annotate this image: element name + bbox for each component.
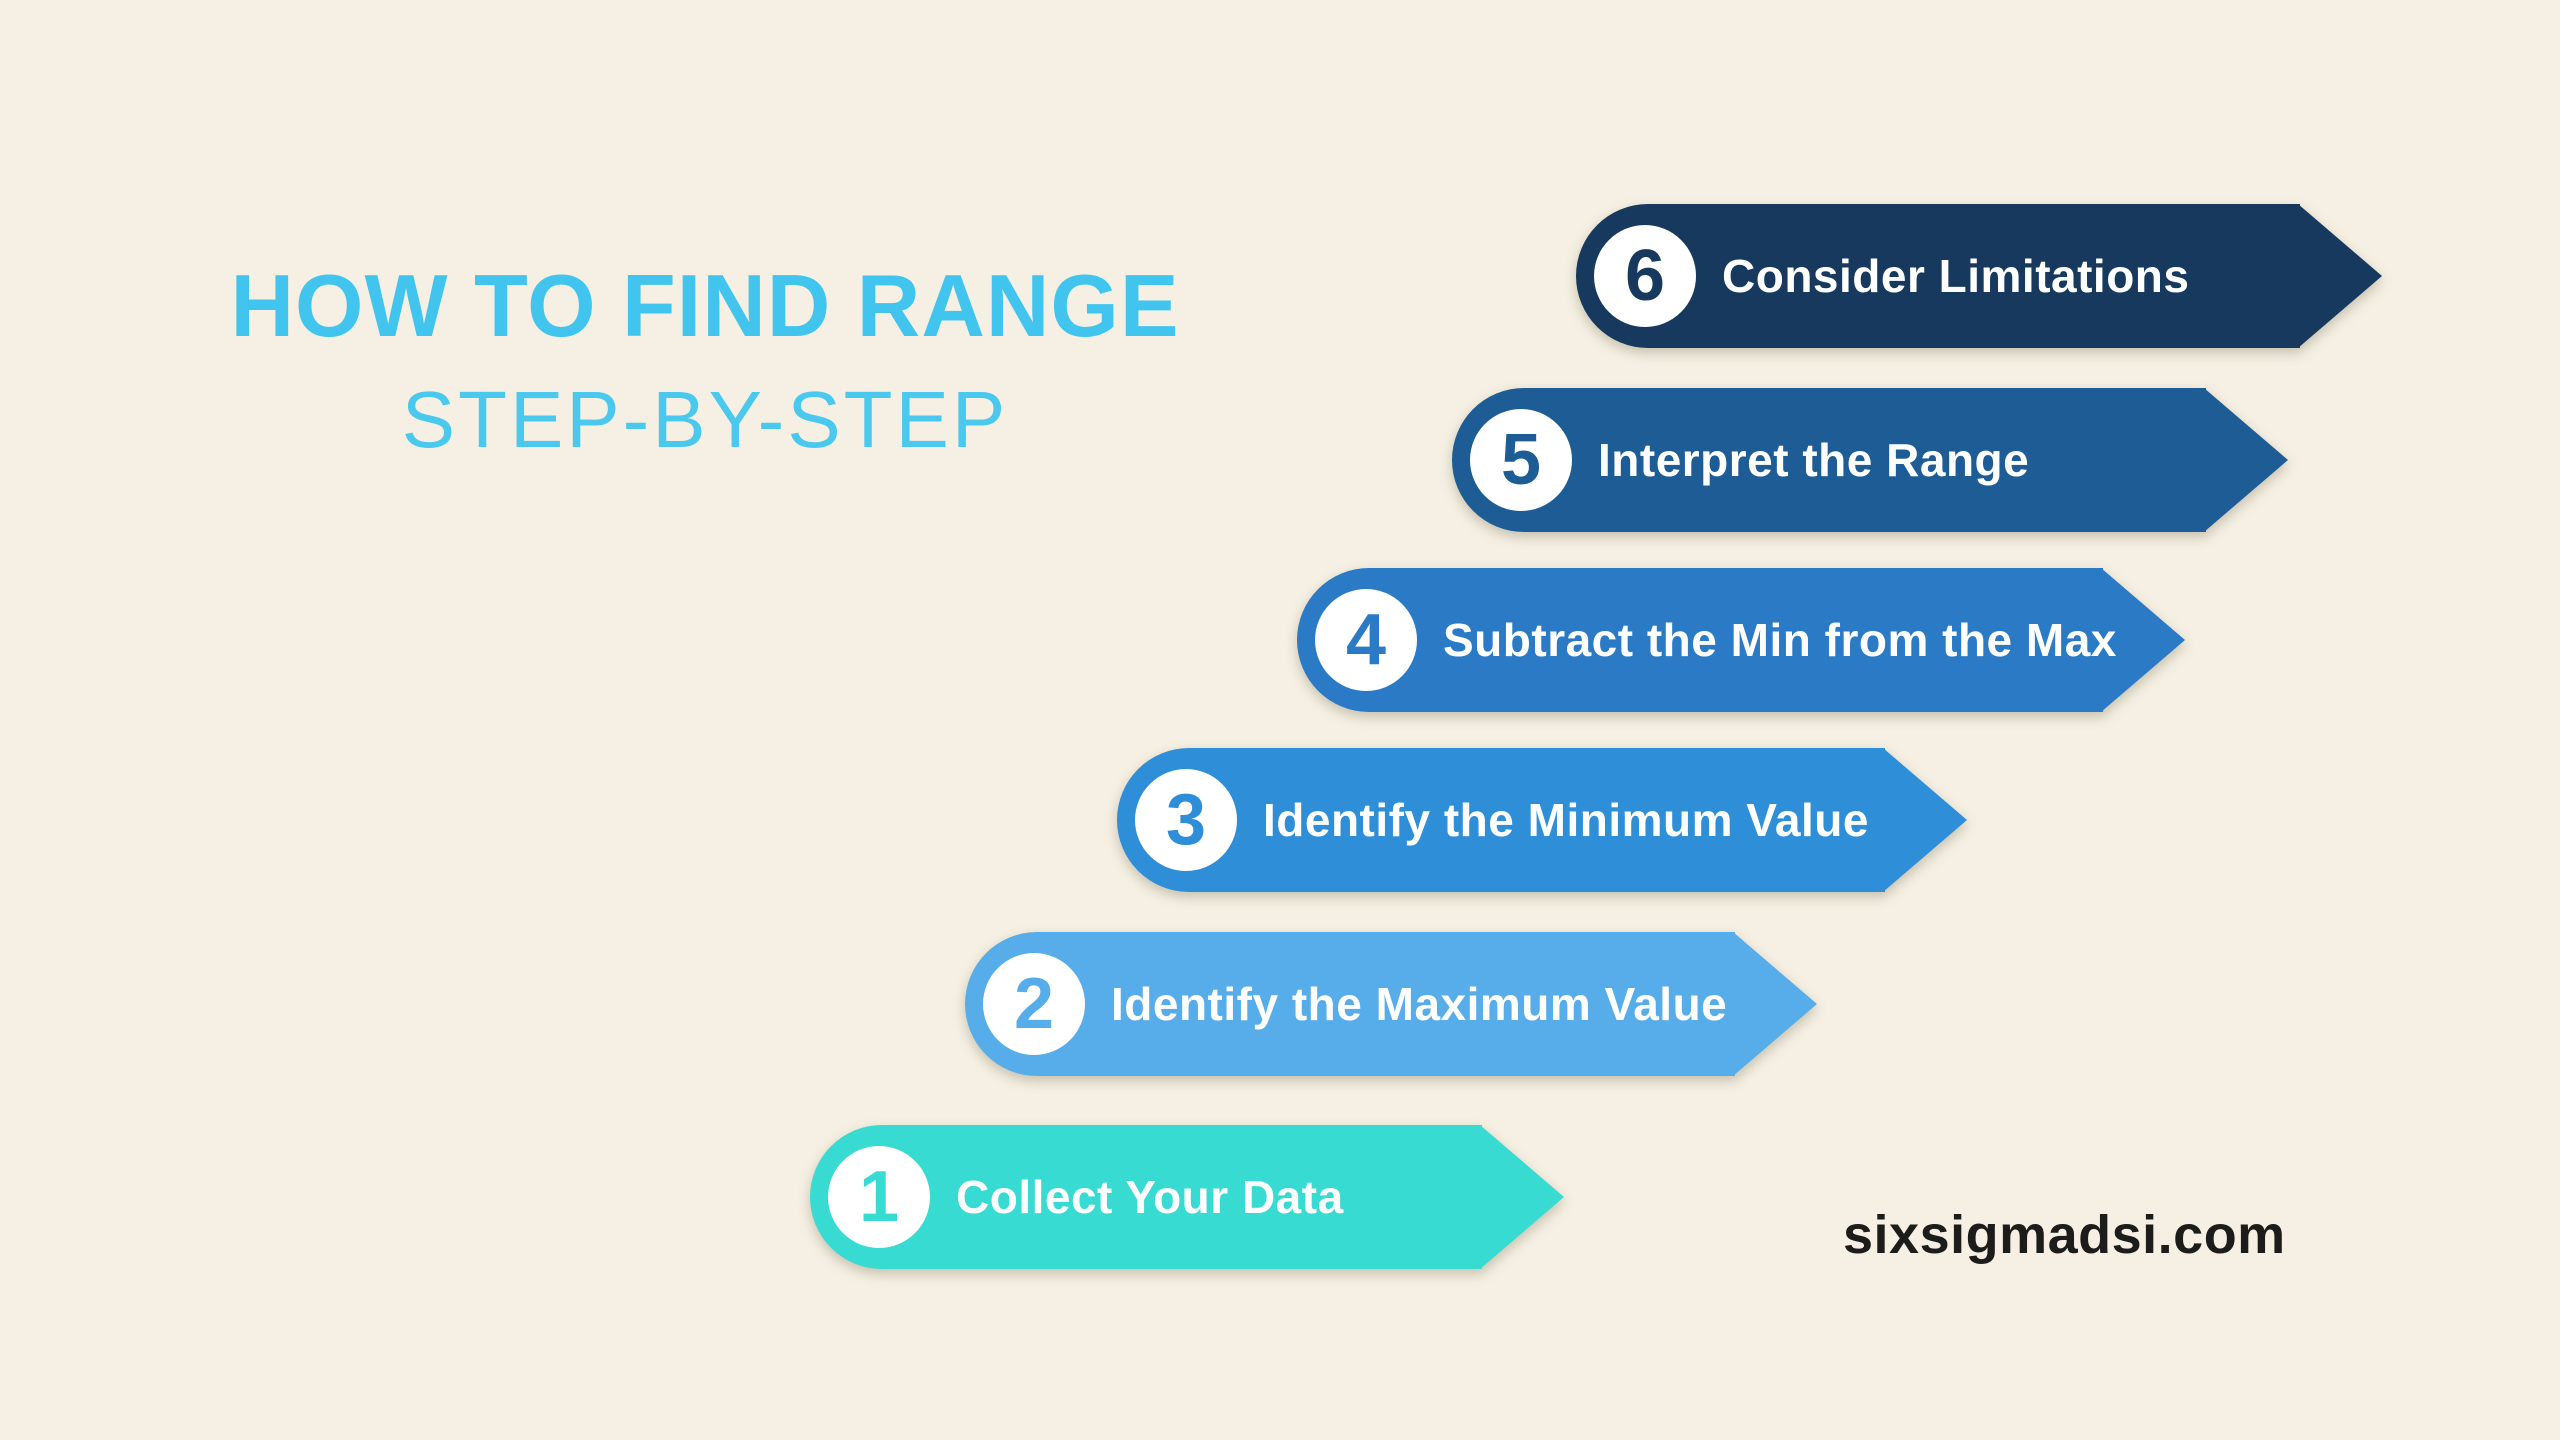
step-4-number: 4 [1345, 600, 1387, 680]
arrow-right-icon [1480, 1125, 1564, 1269]
step-6-number: 6 [1624, 236, 1666, 316]
step-5-number-badge: 5 [1470, 409, 1572, 511]
step-5-number: 5 [1500, 420, 1542, 500]
step-5-label: Interpret the Range [1598, 434, 2030, 486]
step-5-banner: 5 Interpret the Range [1452, 388, 2288, 532]
title-line-1: HOW TO FIND RANGE [230, 256, 1180, 355]
step-1-number-badge: 1 [828, 1146, 930, 1248]
step-4-label: Subtract the Min from the Max [1443, 614, 2117, 666]
arrow-right-icon [2298, 204, 2382, 348]
step-4-banner-body [1297, 568, 2103, 712]
step-3-label: Identify the Minimum Value [1263, 794, 1869, 846]
website-credit: sixsigmadsi.com [1843, 1205, 2286, 1265]
step-2-banner-body [965, 932, 1735, 1076]
step-6-label: Consider Limitations [1722, 250, 2190, 302]
step-3-banner-body [1117, 748, 1885, 892]
step-3-number-badge: 3 [1135, 769, 1237, 871]
arrow-right-icon [1883, 748, 1967, 892]
arrow-right-icon [1733, 932, 1817, 1076]
step-2-label: Identify the Maximum Value [1111, 978, 1728, 1030]
step-6-number-badge: 6 [1594, 225, 1696, 327]
page-title: HOW TO FIND RANGE STEP-BY-STEP [150, 262, 1260, 460]
step-4-number-badge: 4 [1315, 589, 1417, 691]
step-3-number: 3 [1165, 780, 1207, 860]
step-6-banner-body [1576, 204, 2300, 348]
step-4-banner: 4 Subtract the Min from the Max [1297, 568, 2185, 712]
step-1-banner: 1 Collect Your Data [810, 1125, 1564, 1269]
title-line-2: STEP-BY-STEP [401, 375, 1009, 464]
step-1-label: Collect Your Data [956, 1171, 1344, 1223]
step-1-number: 1 [858, 1157, 900, 1237]
step-5-banner-body [1452, 388, 2206, 532]
step-6-banner: 6 Consider Limitations [1576, 204, 2382, 348]
step-2-number-badge: 2 [983, 953, 1085, 1055]
step-2-banner: 2 Identify the Maximum Value [965, 932, 1817, 1076]
step-2-number: 2 [1013, 964, 1055, 1044]
arrow-right-icon [2204, 388, 2288, 532]
step-3-banner: 3 Identify the Minimum Value [1117, 748, 1967, 892]
